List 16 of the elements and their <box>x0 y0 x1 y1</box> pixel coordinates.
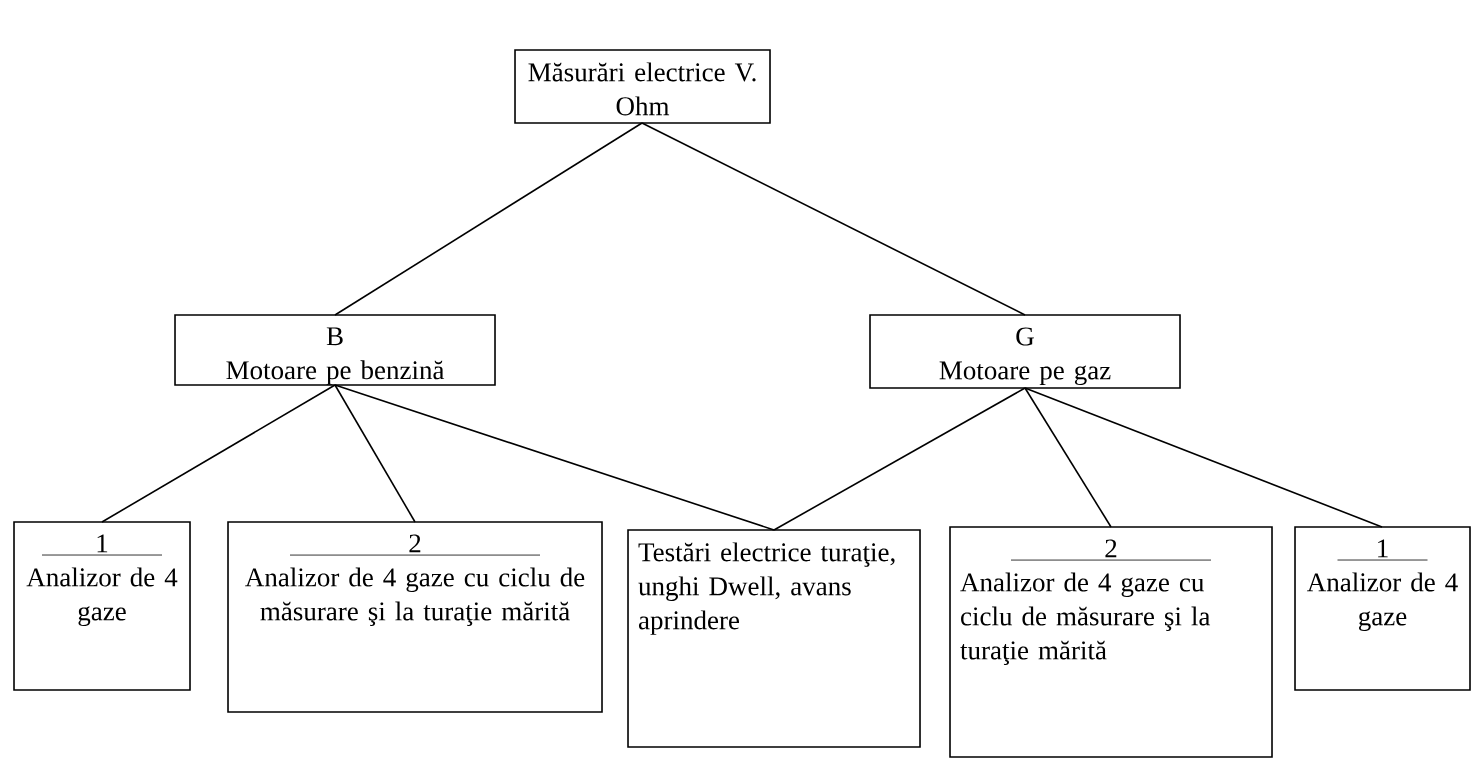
box: 2 Analizor de 4 gaze cu ciclu de măsurare şi la turaţie mărită <box>949 526 1273 758</box>
box: Testări electrice turaţie, unghi Dwell, avans aprindere <box>627 529 921 748</box>
connector-line <box>334 122 643 316</box>
box: 1 Analizor de 4 gaze <box>13 521 191 691</box>
box: G Motoare pe gaz <box>869 314 1181 389</box>
connector-line <box>773 387 1026 531</box>
box: 2 Analizor de 4 gaze cu ciclu de măsurare şi la turaţie mărită <box>227 521 603 713</box>
connector-line <box>334 384 416 523</box>
connector-line <box>641 122 1026 316</box>
box: B Motoare pe benzină <box>174 314 496 386</box>
box: Măsurări electrice V. Ohm <box>514 49 771 124</box>
connector-line <box>1024 387 1112 528</box>
connector-line <box>1024 387 1383 528</box>
box: 1 Analizor de 4 gaze <box>1294 526 1471 691</box>
connector-line <box>101 384 336 523</box>
connector-line <box>334 384 775 531</box>
